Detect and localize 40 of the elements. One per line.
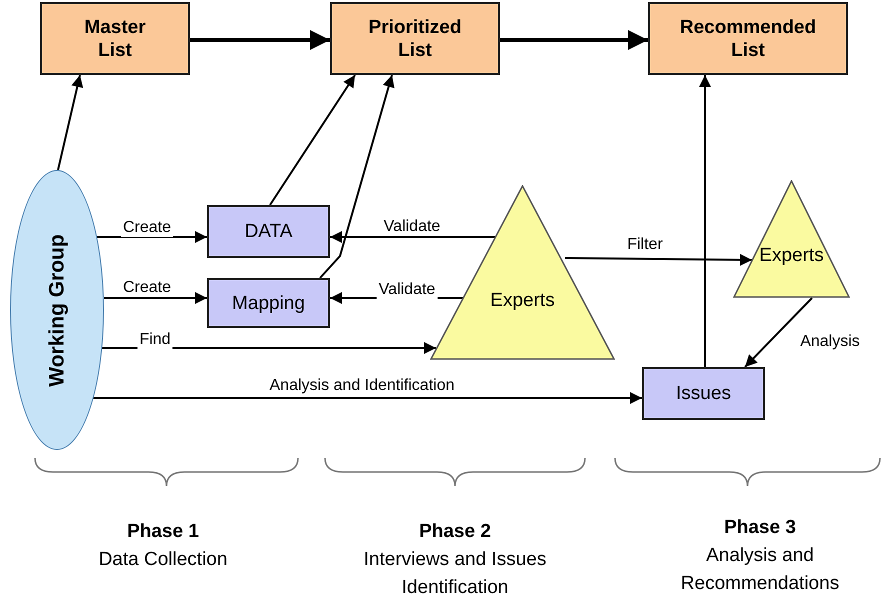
list-box xyxy=(40,2,190,75)
edge-label: Analysis and Identification xyxy=(268,377,456,395)
node-label: Experts xyxy=(759,244,824,266)
arrow xyxy=(269,74,356,206)
box-label: Recommended List xyxy=(678,16,818,62)
phase-description: Interviews and Issues Identification xyxy=(362,548,548,599)
node-label: Experts xyxy=(490,289,555,312)
edge-label: Create xyxy=(120,219,174,237)
arrow xyxy=(97,231,207,243)
arrow xyxy=(104,292,207,304)
issue-box xyxy=(642,367,765,420)
arrow xyxy=(102,342,436,354)
arrow xyxy=(93,392,642,404)
phase-title: Phase 2 xyxy=(418,520,492,544)
arrow xyxy=(744,297,813,368)
edge-label: Find xyxy=(137,331,173,349)
arrow xyxy=(57,74,84,170)
edge-label: Validate xyxy=(376,281,438,299)
arrow xyxy=(564,254,752,266)
box-label: DATA xyxy=(244,220,292,243)
phase-description: Analysis and Recommendations xyxy=(680,544,840,596)
list-box xyxy=(330,2,500,75)
edge-label: Analysis xyxy=(798,333,862,351)
experts-triangle xyxy=(733,180,850,298)
box-label: Issues xyxy=(676,382,731,405)
data-box xyxy=(207,205,330,258)
arrow xyxy=(190,30,330,50)
arrow xyxy=(699,75,711,367)
phase-title: Phase 3 xyxy=(723,516,797,540)
list-box xyxy=(648,2,848,75)
phase-title: Phase 1 xyxy=(126,520,200,544)
box-label: Master List xyxy=(83,16,147,62)
arrow xyxy=(330,231,497,243)
data-box xyxy=(207,278,330,328)
node-label: Working Group xyxy=(44,234,70,386)
box-label: Prioritized List xyxy=(368,16,462,62)
phase-description: Data Collection xyxy=(98,548,228,572)
box-label: Mapping xyxy=(232,292,305,314)
arrow xyxy=(319,74,394,279)
arrow xyxy=(500,30,648,50)
